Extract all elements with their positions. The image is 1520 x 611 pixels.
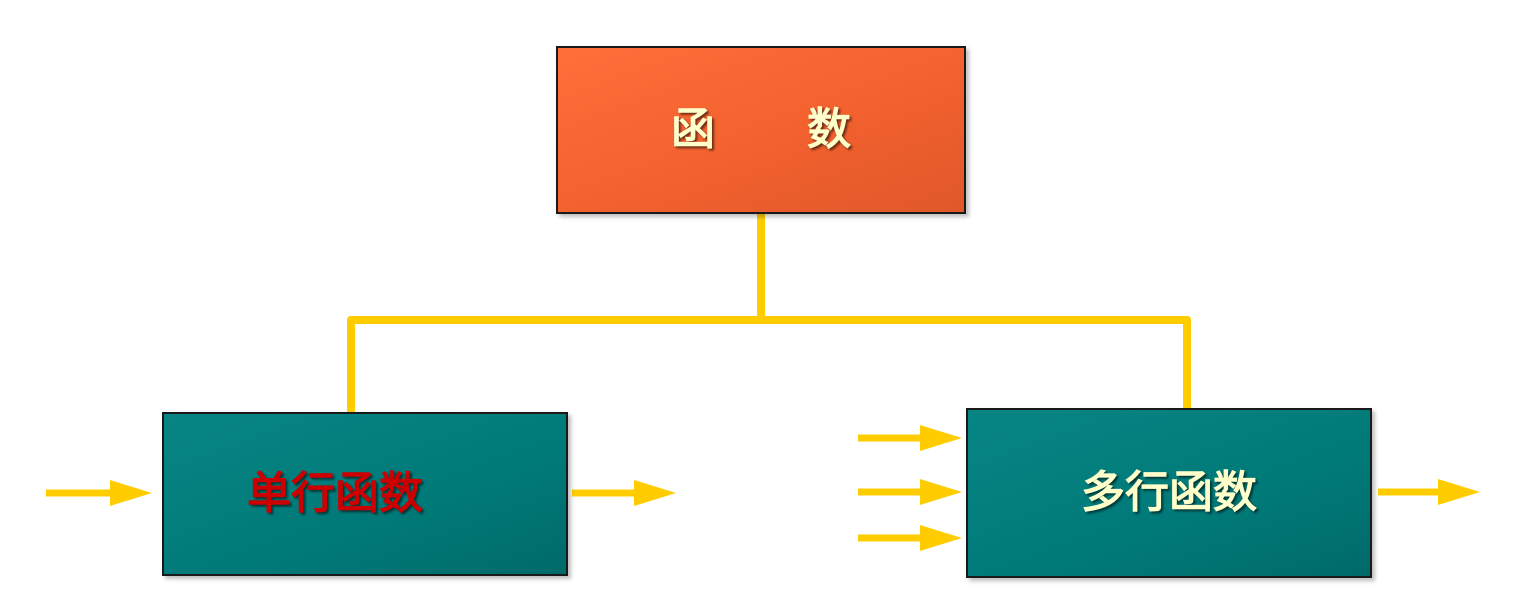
single-row-function-node: 单行函数 <box>162 412 568 576</box>
multi-row-function-node: 多行函数 <box>966 408 1372 578</box>
arrow-single-output <box>572 480 676 506</box>
arrow-single-input <box>46 480 152 506</box>
arrow-multi-output <box>1378 479 1480 505</box>
single-row-function-label: 单行函数 <box>247 468 423 519</box>
arrow-multi-input-3 <box>858 525 962 551</box>
multi-row-function-label: 多行函数 <box>1081 467 1257 518</box>
arrow-multi-input-1 <box>858 425 962 451</box>
tree-connector <box>347 210 1191 416</box>
root-function-label: 函 数 <box>671 104 851 155</box>
root-function-node: 函 数 <box>556 46 966 214</box>
arrow-multi-input-2 <box>858 479 962 505</box>
